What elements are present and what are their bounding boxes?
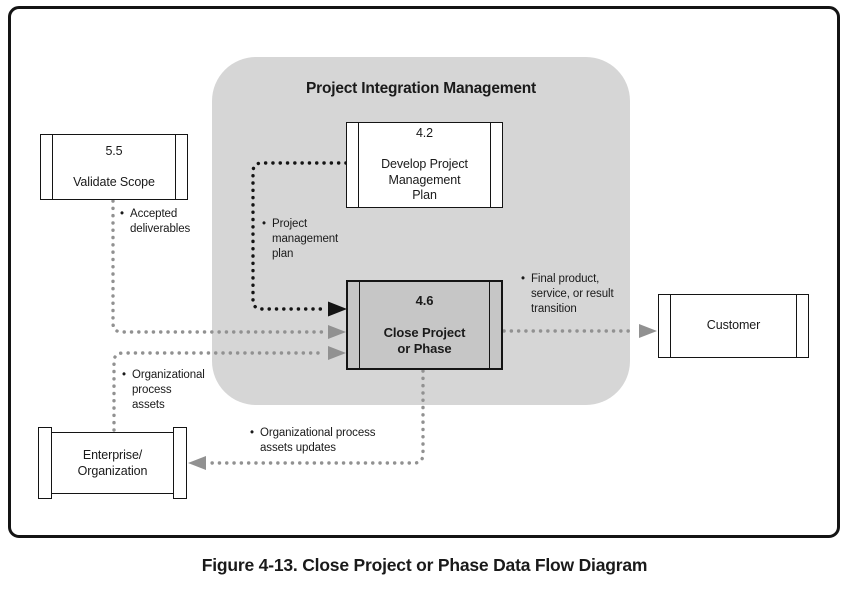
bullet-icon: • (122, 369, 126, 381)
node-code: 4.2 (415, 126, 434, 141)
node-label: Customer (706, 318, 761, 333)
flow-line-project-management-plan (251, 161, 348, 311)
bullet-icon: • (250, 427, 254, 439)
figure-caption: Figure 4-13. Close Project or Phase Data… (201, 555, 648, 575)
node-side-line (175, 135, 176, 199)
label-accepted-deliverables: • Accepted deliverables (120, 208, 191, 235)
node-enterprise-organization: Enterprise/ Organization (38, 427, 187, 499)
node-code: 4.6 (415, 293, 434, 308)
arrowhead-accepted-deliverables (328, 325, 346, 339)
arrowhead-organizational-process-assets (328, 346, 346, 360)
arrowhead-organizational-process-assets-updates (188, 456, 206, 470)
bullet-icon: • (120, 208, 124, 220)
entity-side-bar (38, 427, 52, 499)
node-label: Enterprise/ Organization (45, 432, 180, 494)
node-side-line (489, 282, 490, 368)
node-side-line (796, 295, 797, 357)
bullet-icon: • (262, 218, 266, 230)
label-final-product-transition: • Final product, service, or result tran… (521, 273, 614, 315)
node-side-line (52, 135, 53, 199)
node-label: Develop Project Management Plan (381, 157, 468, 203)
figure-border (8, 6, 840, 538)
bullet-icon: • (521, 273, 525, 285)
node-code: 5.5 (105, 143, 123, 158)
arrowhead-final-product-transition (639, 324, 657, 338)
node-side-line (490, 123, 491, 207)
node-develop-project-management-plan: 4.2 Develop Project Management Plan (346, 122, 503, 208)
node-validate-scope: 5.5 Validate Scope (40, 134, 188, 200)
label-project-management-plan: • Project management plan (262, 218, 339, 260)
node-label: Validate Scope (73, 174, 155, 189)
node-close-project-or-phase: 4.6 Close Project or Phase (346, 280, 503, 370)
node-side-line (358, 123, 359, 207)
arrowhead-project-management-plan (328, 301, 347, 317)
node-customer: Customer (658, 294, 809, 358)
label-organizational-process-assets: • Organizational process assets (122, 369, 205, 411)
node-label: Close Project or Phase (383, 325, 466, 356)
node-side-line (670, 295, 671, 357)
entity-side-bar (173, 427, 187, 499)
panel-title: Project Integration Management (306, 80, 536, 97)
node-side-line (359, 282, 360, 368)
label-organizational-process-assets-updates: • Organizational process assets updates (250, 427, 376, 454)
